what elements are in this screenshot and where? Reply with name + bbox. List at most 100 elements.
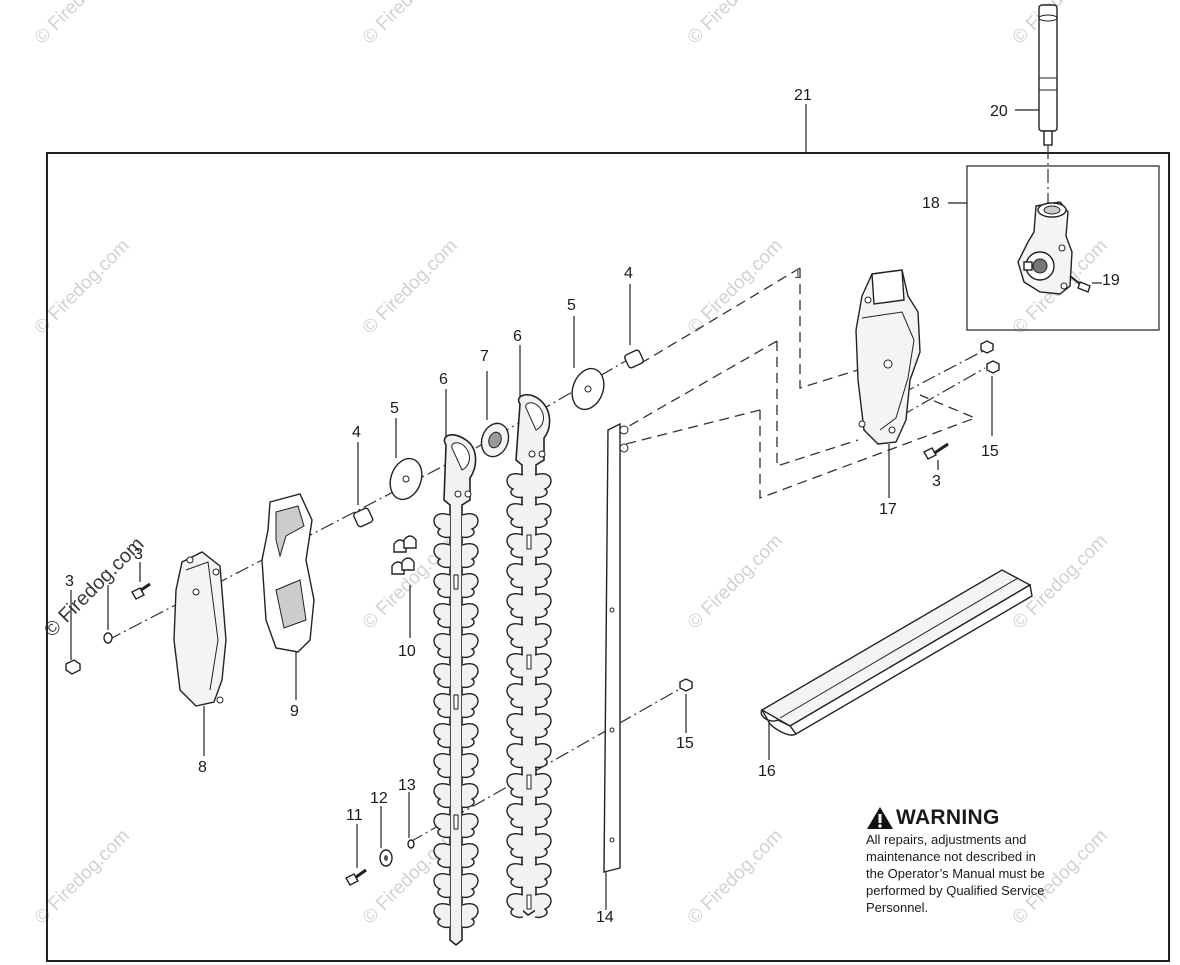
blade-tooth [506, 683, 524, 709]
blade-tooth [461, 603, 479, 629]
eccentric-cam [480, 422, 510, 458]
callout-4: 4 [624, 265, 633, 282]
blade-tooth [534, 473, 552, 499]
blade-tooth [433, 543, 451, 569]
blade-tooth [506, 743, 524, 769]
blade-tooth [534, 683, 552, 709]
blade-tooth [461, 813, 479, 839]
callout-15: 15 [981, 443, 999, 460]
blade-tooth [534, 773, 552, 799]
blade-tooth [534, 893, 552, 919]
blade-tooth [534, 593, 552, 619]
assembly-path [879, 367, 986, 429]
callout-15: 15 [676, 735, 694, 752]
blade-slot [526, 774, 532, 790]
warning-triangle-icon [867, 807, 893, 829]
blade-tooth [461, 783, 479, 809]
blade-slot [453, 574, 459, 590]
callout-6: 6 [513, 328, 522, 345]
blade-tooth [433, 513, 451, 539]
blade-clips [391, 535, 417, 575]
blade-tooth [534, 563, 552, 589]
callout-5: 5 [567, 297, 576, 314]
blade-slot [453, 814, 459, 830]
blade-tooth [506, 563, 524, 589]
watermark-layer: © Firedog.com © Firedog.com © Firedog.co… [31, 0, 1112, 929]
gasket [261, 493, 315, 653]
blade-tooth [461, 513, 479, 539]
watermark-text: © Firedog.com [359, 0, 462, 49]
cutting-blade [443, 434, 477, 947]
blade-tooth [534, 863, 552, 889]
watermark-text: © Firedog.com [684, 235, 787, 338]
blade-tooth [506, 773, 524, 799]
callout-20: 20 [990, 103, 1008, 120]
blade-tooth [433, 783, 451, 809]
bushing [624, 349, 644, 369]
watermark-text: © Firedog.com [684, 530, 787, 633]
blade-slot [526, 534, 532, 550]
blade-tooth [433, 603, 451, 629]
gear-housing [855, 269, 921, 445]
cutting-blade [515, 393, 551, 916]
watermark-text-dark: © Firedog.com [40, 533, 149, 642]
screw [131, 582, 151, 600]
blade-tooth [506, 473, 524, 499]
callout-3: 3 [134, 546, 143, 563]
blade-tooth [433, 723, 451, 749]
blade-tooth [506, 623, 524, 649]
blade-tooth [506, 713, 524, 739]
blade-tooth [461, 693, 479, 719]
assembly-path [776, 341, 859, 467]
screw [923, 442, 949, 460]
callout-13: 13 [398, 777, 416, 794]
blade-tooth [433, 813, 451, 839]
blade-guard [760, 569, 1033, 736]
callout-21: 21 [794, 87, 812, 104]
callout-6: 6 [439, 371, 448, 388]
callout-16: 16 [758, 763, 776, 780]
nut [679, 678, 693, 692]
blade-tooth [433, 903, 451, 929]
callout-3: 3 [65, 573, 74, 590]
callout-17: 17 [879, 501, 897, 518]
callout-5: 5 [390, 400, 399, 417]
blade-tooth [433, 873, 451, 899]
blade-slot [453, 694, 459, 710]
callout-11: 11 [346, 807, 363, 824]
small-washer [407, 839, 415, 849]
gearbox-inset [966, 165, 1160, 331]
blade-tooth [461, 723, 479, 749]
blade-teeth [433, 473, 552, 929]
watermark-text: © Firedog.com [359, 235, 462, 338]
spacer [379, 849, 393, 867]
warning-notice: WARNING All repairs, adjustments and mai… [866, 806, 1106, 916]
blade-tooth [461, 543, 479, 569]
blade-tooth [534, 623, 552, 649]
blade-tooth [461, 843, 479, 869]
blade-tooth [433, 843, 451, 869]
blade-tooth [534, 803, 552, 829]
blade-tooth [461, 663, 479, 689]
blade-tooth [534, 533, 552, 559]
blade-tooth [534, 743, 552, 769]
drive-shaft [1038, 4, 1058, 205]
blade-tooth [461, 873, 479, 899]
blade-tooth [534, 713, 552, 739]
blade-tooth [433, 753, 451, 779]
blade-tooth [506, 533, 524, 559]
bushing [353, 507, 374, 528]
blade-tooth [506, 833, 524, 859]
guide-bar [603, 422, 629, 873]
assembly-path [799, 268, 859, 389]
blade-tooth [461, 753, 479, 779]
small-washer [103, 632, 113, 644]
blade-tooth [461, 903, 479, 929]
callout-10: 10 [398, 643, 416, 660]
blade-tooth [433, 693, 451, 719]
blade-tooth [461, 633, 479, 659]
warning-text: All repairs, adjustments and maintenance… [866, 832, 1045, 915]
blade-tooth [534, 653, 552, 679]
blade-tooth [506, 893, 524, 919]
